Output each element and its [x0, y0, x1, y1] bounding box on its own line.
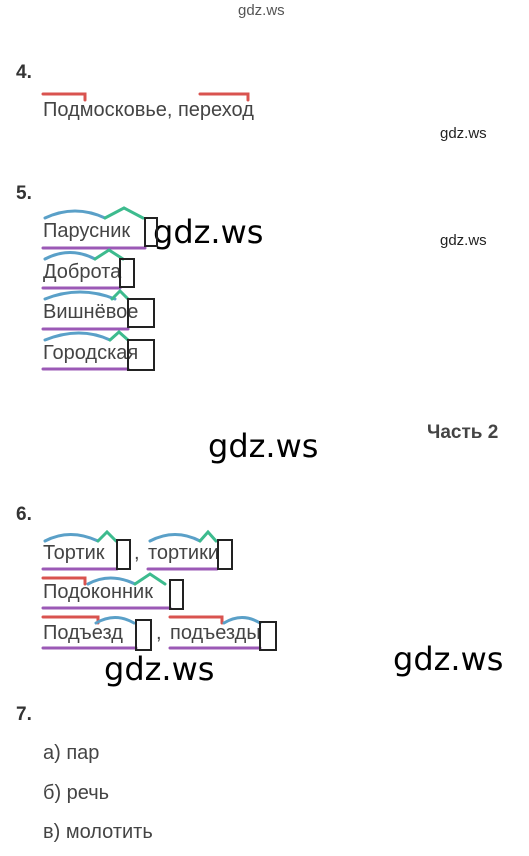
task-6-word: тортики	[148, 542, 219, 564]
root-arc	[43, 251, 97, 261]
suffix-mark	[110, 288, 130, 301]
ending-box	[217, 539, 233, 570]
task-5-word: Парусник	[43, 220, 131, 242]
ending-box	[259, 621, 277, 651]
task-4-text: Подмосковье, переход	[43, 99, 254, 121]
root-arc	[148, 533, 202, 543]
watermark-big: gdz.ws	[104, 650, 215, 688]
task-6-comma: ,	[156, 622, 162, 644]
task-7-number: 7.	[16, 704, 32, 725]
watermark-big: gdz.ws	[153, 213, 264, 251]
suffix-mark	[108, 329, 130, 342]
watermark-big: gdz.ws	[208, 427, 319, 465]
task-7-answer: а) пар	[43, 742, 100, 764]
watermark-small: gdz.ws	[440, 232, 487, 249]
task-6-word: Подоконник	[43, 581, 153, 603]
task-6-word: подъезды	[170, 622, 261, 644]
watermark-big: gdz.ws	[393, 640, 504, 678]
suffix-mark	[93, 248, 125, 261]
root-arc	[43, 331, 112, 342]
suffix-mark	[103, 206, 145, 220]
ending-box	[169, 579, 184, 610]
task-7-answer: б) речь	[43, 782, 110, 804]
root-arc	[43, 290, 117, 301]
task-4-number: 4.	[16, 62, 32, 83]
task-5-word: Вишнёвое	[43, 301, 139, 323]
task-6-word: Тортик	[43, 542, 105, 564]
task-7-answer: в) молотить	[43, 821, 153, 843]
task-5-word: Доброта	[43, 261, 122, 283]
task-6-number: 6.	[16, 504, 32, 525]
suffix-mark	[198, 529, 218, 543]
task-6-word: Подъезд	[43, 622, 123, 644]
task-5-word: Городская	[43, 342, 139, 364]
root-arc	[43, 209, 107, 220]
watermark-top: gdz.ws	[238, 2, 285, 19]
task-6-comma: ,	[134, 542, 140, 564]
watermark-small: gdz.ws	[440, 125, 487, 142]
ending-box	[116, 539, 131, 570]
ending-box	[135, 619, 152, 651]
suffix-mark	[96, 529, 118, 543]
ending-box	[119, 258, 135, 288]
part-label: Часть 2	[427, 422, 499, 443]
root-arc	[43, 533, 100, 543]
task-5-number: 5.	[16, 183, 32, 204]
